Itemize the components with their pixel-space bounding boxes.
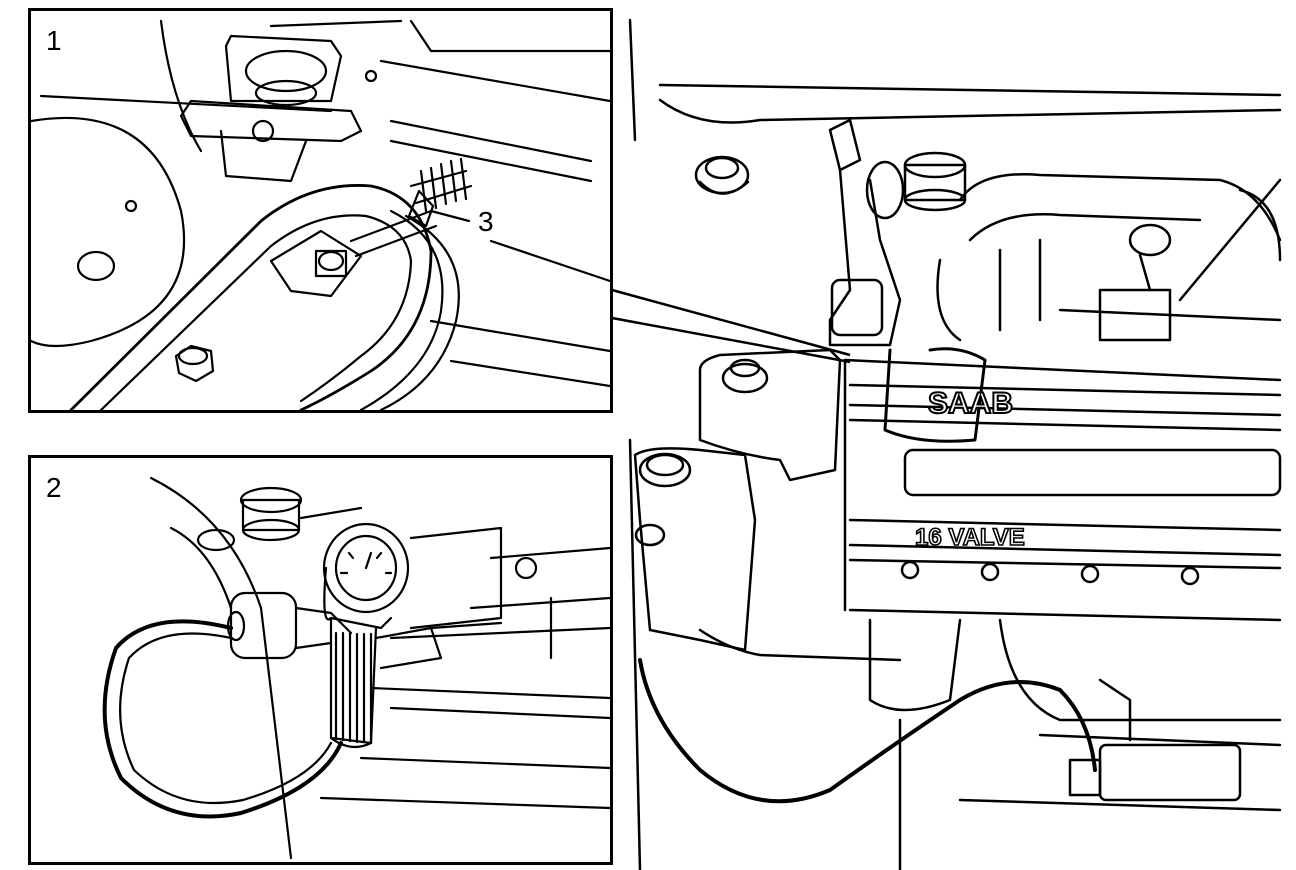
detail-panel-1: 1 3 <box>28 8 613 413</box>
detail-2-illustration <box>102 476 610 860</box>
panel-2-number: 2 <box>46 472 62 503</box>
callout-line-upper <box>611 288 851 357</box>
detail-1-illustration <box>31 19 610 410</box>
cam-cover-valve-text: 16 VALVE <box>915 524 1025 551</box>
detail-panel-2: 2 <box>28 455 613 865</box>
panel-1-number: 1 <box>46 25 62 56</box>
callout-line-lower <box>611 316 851 364</box>
cam-cover-saab-text: SAAB <box>928 387 1013 420</box>
callout-3-label: 3 <box>478 206 494 237</box>
